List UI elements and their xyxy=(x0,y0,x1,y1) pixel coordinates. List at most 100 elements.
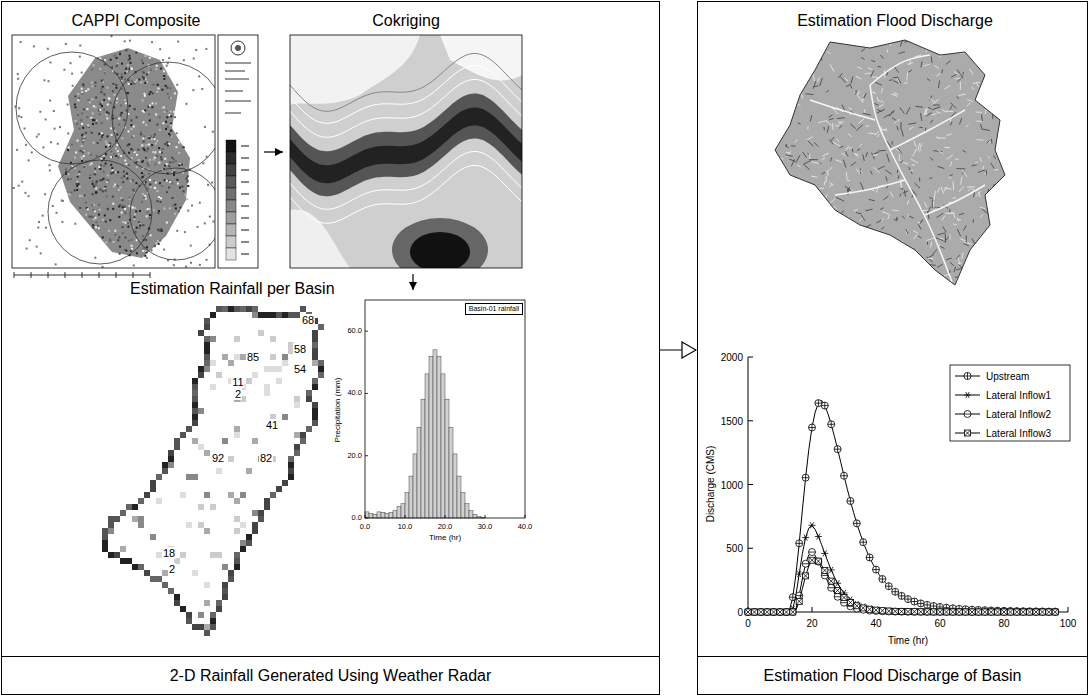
echo-dot xyxy=(149,159,151,161)
echo-dot xyxy=(157,88,159,90)
rainfall-grid-cell xyxy=(222,354,228,360)
rainfall-grid-cell xyxy=(264,348,270,354)
rainfall-grid-cell xyxy=(228,468,234,474)
rainfall-grid-cell xyxy=(306,378,312,384)
rainfall-grid-cell xyxy=(252,426,258,432)
color-bar-mark xyxy=(241,229,249,231)
rainfall-grid-cell xyxy=(168,450,174,456)
rainfall-grid-cell xyxy=(264,360,270,366)
rainfall-grid-cell xyxy=(198,402,204,408)
echo-dot xyxy=(17,78,19,80)
rainfall-grid-cell xyxy=(246,390,252,396)
rainfall-grid-cell xyxy=(300,402,306,408)
rainfall-grid-cell xyxy=(192,450,198,456)
rainfall-grid-cell xyxy=(192,468,198,474)
rainfall-grid-cell xyxy=(108,522,114,528)
echo-dot xyxy=(193,57,195,59)
echo-dot xyxy=(107,174,109,176)
echo-dot xyxy=(17,73,19,75)
rainfall-grid-cell xyxy=(246,330,252,336)
rainfall-grid-cell xyxy=(276,372,282,378)
color-bar-mark xyxy=(241,253,249,255)
echo-dot xyxy=(165,85,167,87)
rainfall-grid-cell xyxy=(150,570,156,576)
rainfall-grid-cell xyxy=(222,480,228,486)
rainfall-grid-cell xyxy=(204,582,210,588)
echo-dot xyxy=(158,230,160,232)
echo-dot xyxy=(157,212,159,214)
rainfall-grid-cell xyxy=(186,552,192,558)
contour-region xyxy=(290,210,350,268)
rainfall-grid-cell xyxy=(282,354,288,360)
rainfall-grid-cell xyxy=(198,540,204,546)
rainfall-grid-cell xyxy=(132,540,138,546)
echo-dot xyxy=(99,179,101,181)
echo-dot xyxy=(184,231,186,233)
radar-composite-image xyxy=(12,35,258,278)
histogram-bar xyxy=(461,493,465,518)
echo-dot xyxy=(99,68,101,70)
echo-dot xyxy=(77,174,79,176)
rainfall-grid-cell xyxy=(222,486,228,492)
echo-dot xyxy=(118,153,120,155)
rainfall-grid-cell xyxy=(228,324,234,330)
rainfall-grid-cell xyxy=(234,462,240,468)
rainfall-grid-cell xyxy=(216,534,222,540)
rainfall-grid-cell xyxy=(162,498,168,504)
rainfall-grid-cell xyxy=(246,312,252,318)
echo-dot xyxy=(87,99,89,101)
echo-dot xyxy=(151,144,153,146)
rainfall-grid-cell xyxy=(216,492,222,498)
echo-dot xyxy=(124,40,126,42)
echo-dot xyxy=(79,56,81,58)
rainfall-grid-cell xyxy=(216,486,222,492)
echo-dot xyxy=(134,213,136,215)
rainfall-grid-cell xyxy=(156,522,162,528)
rainfall-grid-cell xyxy=(204,468,210,474)
echo-dot xyxy=(98,166,100,168)
relief-shade xyxy=(857,244,859,250)
rainfall-grid-cell xyxy=(312,402,318,408)
echo-dot xyxy=(31,151,33,153)
rainfall-grid-cell xyxy=(264,366,270,372)
echo-dot xyxy=(81,160,83,162)
rainfall-grid-cell xyxy=(198,456,204,462)
rainfall-grid-cell xyxy=(246,366,252,372)
rainfall-grid-cell xyxy=(234,486,240,492)
echo-dot xyxy=(156,124,158,126)
rainfall-grid-cell xyxy=(186,468,192,474)
rainfall-grid-cell xyxy=(198,564,204,570)
rainfall-grid-cell xyxy=(282,360,288,366)
rainfall-grid-cell xyxy=(204,462,210,468)
rainfall-grid-cell xyxy=(150,564,156,570)
rainfall-grid-cell xyxy=(126,534,132,540)
echo-dot xyxy=(76,189,78,191)
echo-dot xyxy=(123,171,125,173)
rainfall-grid-cell xyxy=(144,558,150,564)
echo-dot xyxy=(143,78,145,80)
echo-dot xyxy=(149,104,151,106)
echo-dot xyxy=(211,182,213,184)
echo-dot xyxy=(96,192,98,194)
echo-dot xyxy=(111,172,113,174)
rainfall-grid-cell xyxy=(168,516,174,522)
rainfall-grid-cell xyxy=(288,450,294,456)
echo-dot xyxy=(49,164,51,166)
rainfall-grid-cell xyxy=(294,318,300,324)
rainfall-grid-cell xyxy=(180,456,186,462)
rainfall-grid-cell xyxy=(222,582,228,588)
rainfall-grid-cell xyxy=(240,522,246,528)
echo-dot xyxy=(18,115,20,117)
echo-dot xyxy=(147,148,149,150)
echo-dot xyxy=(170,110,172,112)
rainfall-grid-cell xyxy=(264,342,270,348)
rainfall-grid-cell xyxy=(192,378,198,384)
echo-dot xyxy=(157,229,159,231)
echo-dot xyxy=(202,162,204,164)
rainfall-grid-cell xyxy=(258,372,264,378)
rainfall-grid-cell xyxy=(186,516,192,522)
echo-dot xyxy=(158,162,160,164)
echo-dot xyxy=(81,123,83,125)
rainfall-grid-cell xyxy=(300,420,306,426)
echo-dot xyxy=(155,182,157,184)
